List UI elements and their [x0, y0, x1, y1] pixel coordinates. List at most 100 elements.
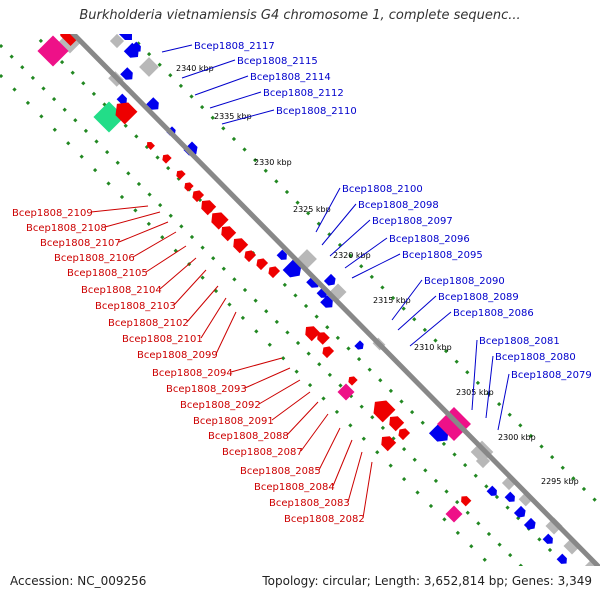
label-leader-line: [397, 295, 437, 331]
reverse-gene-label: Bcep1808_2109: [12, 208, 93, 219]
label-leader-line: [471, 339, 478, 411]
gene-feature: [233, 238, 249, 254]
label-leader-line: [181, 59, 236, 79]
gene-feature: [542, 533, 553, 544]
gene-feature: [268, 266, 281, 279]
forward-gene-label: Bcep1808_2086: [453, 308, 534, 319]
forward-gene-label: Bcep1808_2115: [237, 56, 318, 67]
gene-feature: [556, 553, 567, 564]
gene-feature: [461, 496, 472, 507]
backbone-line: [38, 0, 600, 570]
gene-feature: [320, 295, 333, 308]
gc-track-left: [0, 43, 557, 600]
gene-feature: [518, 493, 532, 507]
gene-feature: [470, 440, 494, 464]
reverse-gene-label: Bcep1808_2103: [95, 301, 176, 312]
forward-gene-label: Bcep1808_2110: [276, 106, 357, 117]
gene-feature: [211, 212, 229, 230]
label-leader-line: [90, 205, 149, 213]
label-leader-line: [215, 311, 237, 355]
gene-feature: [398, 428, 411, 441]
kbp-tick-label: 2335 kbp: [214, 112, 252, 121]
gene-feature: [305, 326, 321, 342]
gene-feature: [504, 491, 515, 502]
kbp-tick-label: 2315 kbp: [373, 296, 411, 305]
reverse-gene-label: Bcep1808_2105: [67, 268, 148, 279]
gene-feature: [139, 57, 159, 77]
topology-stats-text: Topology: circular; Length: 3,652,814 bp…: [262, 574, 592, 588]
gene-feature: [348, 376, 358, 386]
gene-feature: [445, 505, 463, 523]
gene-feature: [389, 416, 405, 432]
label-leader-line: [318, 427, 341, 471]
gene-feature: [115, 102, 138, 125]
gene-feature: [545, 517, 563, 535]
label-leader-line: [347, 451, 363, 503]
reverse-gene-label: Bcep1808_2102: [108, 318, 189, 329]
reverse-gene-label: Bcep1808_2088: [208, 431, 289, 442]
label-leader-line: [485, 355, 494, 419]
kbp-tick-label: 2340 kbp: [176, 64, 214, 73]
label-leader-line: [258, 379, 301, 405]
reverse-gene-label: Bcep1808_2104: [81, 285, 162, 296]
reverse-gene-label: Bcep1808_2084: [254, 482, 335, 493]
gene-feature: [513, 505, 526, 518]
gene-feature: [475, 453, 491, 469]
gene-feature: [192, 190, 205, 203]
accession-text: Accession: NC_009256: [10, 574, 147, 588]
gene-feature: [381, 436, 397, 452]
kbp-tick-label: 2320 kbp: [333, 251, 371, 260]
kbp-tick-label: 2300 kbp: [498, 433, 536, 442]
forward-gene-label: Bcep1808_2096: [389, 234, 470, 245]
label-leader-line: [159, 257, 197, 290]
label-leader-line: [351, 253, 401, 279]
gene-feature: [317, 332, 330, 345]
gene-feature: [256, 258, 269, 271]
label-leader-line: [132, 231, 177, 258]
reverse-gene-labels: Bcep1808_2109Bcep1808_2108Bcep1808_2107B…: [12, 205, 373, 525]
gene-feature: [184, 182, 194, 192]
label-leader-line: [391, 279, 423, 321]
label-leader-line: [194, 75, 249, 96]
kbp-tick-label: 2330 kbp: [254, 158, 292, 167]
gc-track-far-left: [0, 73, 527, 600]
forward-gene-label: Bcep1808_2100: [342, 184, 423, 195]
gene-feature: [120, 67, 133, 80]
gene-feature: [176, 170, 186, 180]
forward-gene-label: Bcep1808_2095: [402, 250, 483, 261]
label-leader-line: [186, 285, 219, 323]
gene-feature: [116, 93, 127, 104]
forward-gene-label: Bcep1808_2097: [372, 216, 453, 227]
gene-feature: [337, 383, 355, 401]
reverse-gene-label: Bcep1808_2093: [166, 384, 247, 395]
label-leader-line: [244, 367, 291, 389]
forward-gene-label: Bcep1808_2090: [424, 276, 505, 287]
gene-feature: [147, 142, 155, 150]
gene-feature: [323, 273, 336, 286]
label-leader-line: [145, 245, 187, 273]
label-leader-line: [362, 461, 373, 519]
reverse-gene-label: Bcep1808_2106: [54, 253, 135, 264]
gene-feature: [437, 407, 471, 441]
gene-feature: [221, 226, 237, 242]
gene-feature: [523, 517, 536, 530]
forward-gene-label: Bcep1808_2081: [479, 336, 560, 347]
kbp-tick-label: 2295 kbp: [541, 477, 579, 486]
label-leader-line: [329, 219, 371, 257]
gene-feature: [37, 35, 69, 67]
label-leader-line: [286, 401, 319, 436]
forward-gene-label: Bcep1808_2089: [438, 292, 519, 303]
forward-gene-label: Bcep1808_2117: [194, 41, 275, 52]
label-leader-line: [315, 187, 341, 233]
gene-feature: [244, 250, 257, 263]
label-leader-line: [332, 439, 353, 487]
reverse-gene-label: Bcep1808_2083: [269, 498, 350, 509]
label-leader-line: [230, 357, 283, 373]
forward-gene-label: Bcep1808_2079: [511, 370, 592, 381]
label-leader-line: [321, 203, 357, 246]
label-leader-line: [409, 311, 452, 347]
reverse-gene-label: Bcep1808_2092: [180, 400, 261, 411]
forward-gene-label: Bcep1808_2112: [263, 88, 344, 99]
label-leader-line: [104, 211, 161, 228]
